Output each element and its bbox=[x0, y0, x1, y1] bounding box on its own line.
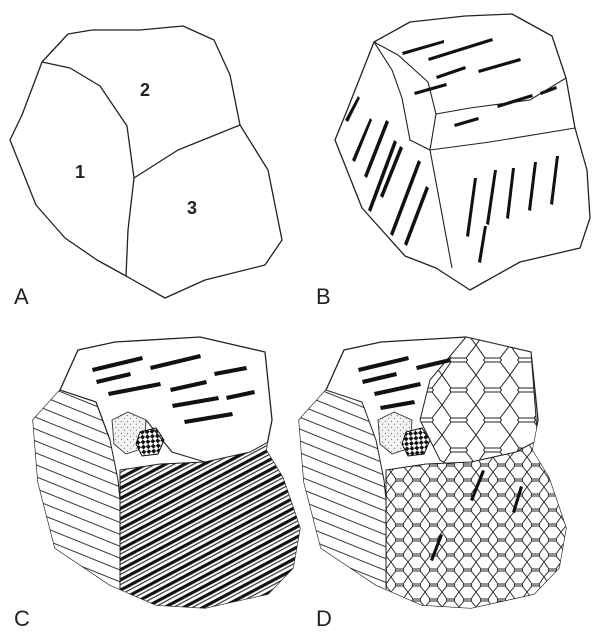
panel-d bbox=[296, 337, 576, 610]
grain-label-1: 1 bbox=[75, 162, 85, 182]
panel-label-b: B bbox=[316, 286, 331, 308]
panel-a bbox=[10, 26, 282, 298]
panel-c bbox=[30, 337, 310, 610]
panel-c-grain3-region bbox=[120, 440, 310, 610]
grain-label-3: 3 bbox=[187, 198, 197, 218]
panel-b bbox=[335, 14, 590, 290]
panel-label-d: D bbox=[316, 608, 332, 630]
panel-a-boundary-2-3 bbox=[134, 125, 240, 178]
panel-label-a: A bbox=[14, 286, 29, 308]
panel-b-grain-outline bbox=[335, 14, 590, 290]
panel-a-grain-outline bbox=[10, 26, 282, 298]
grain-label-2: 2 bbox=[140, 80, 150, 100]
panel-d-recrystallized-small bbox=[386, 440, 576, 610]
panel-a-boundary-1-3 bbox=[126, 126, 134, 276]
panel-label-c: C bbox=[14, 608, 30, 630]
panel-a-boundary-1-2 bbox=[42, 62, 127, 126]
